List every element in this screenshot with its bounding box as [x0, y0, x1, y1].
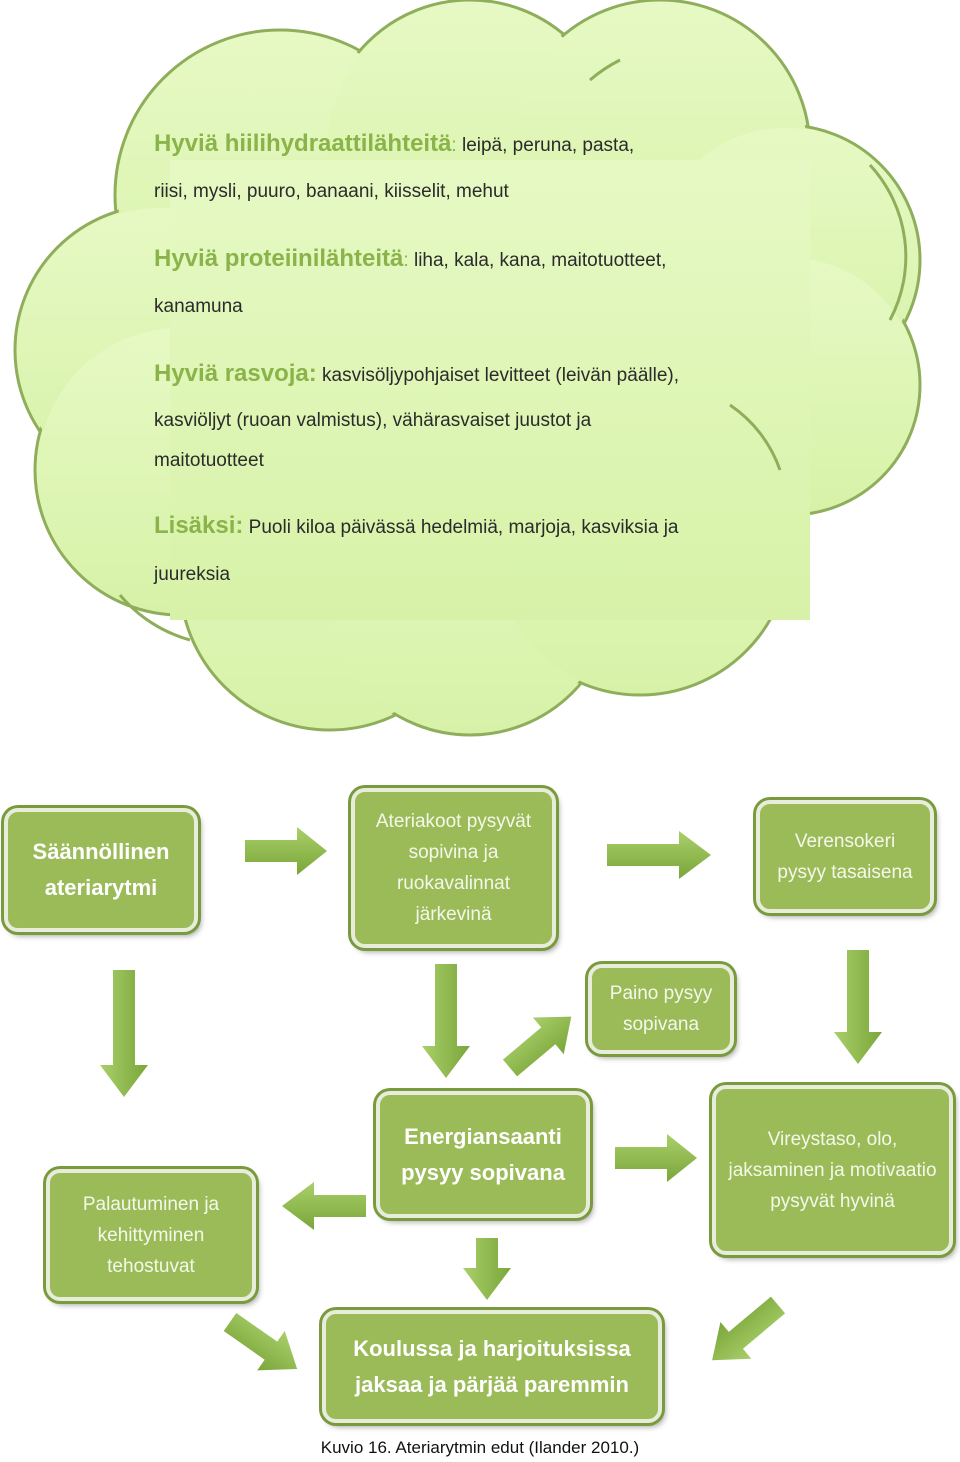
- box-alertness: Vireystaso, olo, jaksaminen ja motivaati…: [712, 1085, 953, 1255]
- carbs-text: leipä, peruna, pasta,: [456, 135, 635, 156]
- arrow-right-1: [245, 827, 327, 875]
- cloud-line-additionally-heading: Lisäksi: Puoli kiloa päivässä hedelmiä, …: [154, 512, 678, 540]
- protein-heading: Hyviä proteiinilähteitä: [154, 245, 404, 272]
- additionally-heading: Lisäksi:: [154, 512, 244, 539]
- arrow-left-1: [282, 1182, 366, 1230]
- cloud-line-carbs-cont: riisi, mysli, puuro, banaani, kiisselit,…: [154, 181, 509, 202]
- cloud-line-fats-heading: Hyviä rasvoja: kasvisöljypohjaiset levit…: [154, 360, 679, 388]
- box-recovery: Palautuminen ja kehittyminen tehostuvat: [46, 1169, 256, 1301]
- cloud-line-protein-heading: Hyviä proteiinilähteitä: liha, kala, kan…: [154, 245, 667, 272]
- cloud-line-additionally-cont: juureksia: [154, 564, 231, 585]
- arrow-right-2: [607, 831, 711, 879]
- cloud-line-carbs-heading: Hyviä hiilihydraattilähteitä: leipä, per…: [154, 130, 635, 157]
- box-school-training: Koulussa ja harjoituksissa jaksaa ja pär…: [322, 1310, 662, 1423]
- protein-text: liha, kala, kana, maitotuotteet,: [408, 250, 667, 271]
- box-blood-sugar: Verensokeri pysyy tasaisena: [756, 800, 934, 913]
- arrow-down-3: [834, 950, 882, 1064]
- arrow-down-right: [223, 1312, 298, 1371]
- box-portion-sizes: Ateriakoot pysyvät sopivina ja ruokavali…: [351, 788, 556, 948]
- arrow-up-right: [502, 1016, 572, 1077]
- fats-heading: Hyviä rasvoja:: [154, 360, 317, 387]
- arrow-down-1: [100, 970, 148, 1097]
- cloud-line-protein-cont: kanamuna: [154, 296, 243, 317]
- cloud-line-fats-cont2: maitotuotteet: [154, 450, 264, 471]
- carbs-heading: Hyviä hiilihydraattilähteitä: [154, 130, 452, 157]
- arrow-down-left: [712, 1296, 786, 1361]
- arrow-down-2: [422, 964, 470, 1078]
- cloud-shape: [13, 0, 922, 737]
- box-weight: Paino pysyy sopivana: [588, 964, 734, 1054]
- fats-text: kasvisöljypohjaiset levitteet (leivän pä…: [316, 365, 679, 386]
- box-regular-meal-rhythm: Säännöllinen ateriarytmi: [4, 808, 198, 932]
- figure-caption: Kuvio 16. Ateriarytmin edut (Ilander 201…: [320, 1438, 640, 1457]
- arrow-down-4: [463, 1238, 511, 1300]
- arrow-right-3: [615, 1134, 697, 1182]
- box-energy-intake: Energiansaanti pysyy sopivana: [376, 1091, 590, 1218]
- cloud-line-fats-cont1: kasviöljyt (ruoan valmistus), vähärasvai…: [154, 410, 592, 431]
- additionally-text: Puoli kiloa päivässä hedelmiä, marjoja, …: [243, 517, 679, 538]
